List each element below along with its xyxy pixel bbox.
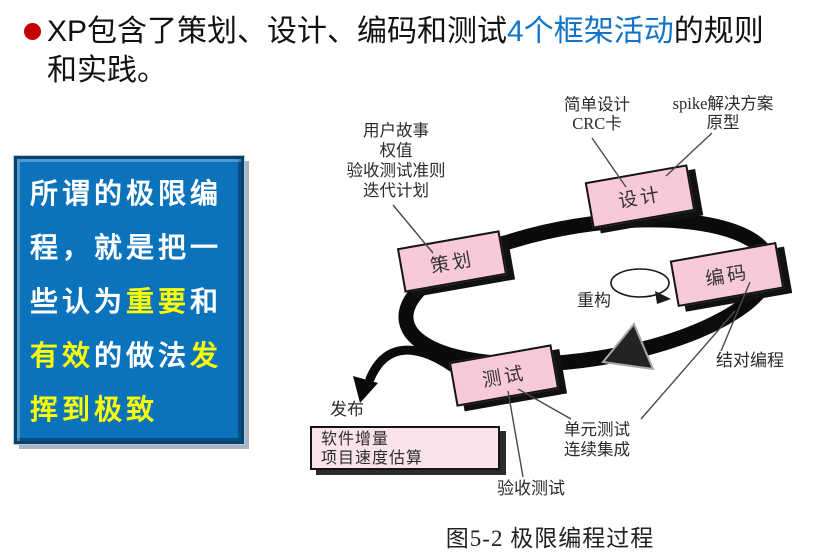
refactor-loop-icon: [610, 268, 670, 298]
label-user-stories: 用户故事 权值 验收测试准则 迭代计划: [346, 121, 446, 200]
label-unit-test: 单元测试 连续集成: [564, 420, 630, 459]
callout-line: 程，就是把一: [30, 232, 223, 263]
increment-box: 软件增量 项目速度估算: [310, 426, 500, 470]
slide-title: XP包含了策划、设计、编码和测试4个框架活动的规则 和实践。: [47, 12, 764, 90]
activity-planning: 策划: [396, 230, 508, 293]
activity-testing: 测试: [448, 344, 560, 407]
increment-line: 项目速度估算: [321, 450, 424, 467]
label-simple-design: 简单设计 CRC卡: [564, 95, 630, 133]
activity-coding: 编码: [669, 241, 785, 308]
release-arrowhead-icon: [353, 376, 378, 403]
connector-testing-acceptance: [507, 390, 524, 478]
activity-design: 设计: [584, 164, 696, 229]
title-highlight: 4个框架活动: [507, 15, 674, 48]
title-line2: 和实践。: [47, 54, 167, 87]
figure-caption: 图5-2 极限编程过程: [445, 526, 655, 551]
callout-line: 些认为重要和: [30, 286, 223, 317]
title-prefix: XP包含了策划、设计、编码和测试: [47, 15, 508, 48]
callout-line: 挥到极致: [30, 394, 159, 425]
callout-box: 所谓的极限编 程，就是把一 些认为重要和 有效的做法发 挥到极致: [13, 155, 245, 445]
callout-line: 所谓的极限编: [30, 178, 223, 209]
release-arrow: [365, 345, 458, 384]
label-refactor: 重构: [577, 291, 611, 310]
title-block: XP包含了策划、设计、编码和测试4个框架活动的规则 和实践。: [24, 12, 816, 90]
label-pair-programming: 结对编程: [716, 351, 784, 370]
bullet-icon: [24, 23, 41, 40]
callout-line: 有效的做法发: [30, 340, 223, 371]
label-acceptance-test: 验收测试: [497, 479, 565, 498]
flow-arrowhead-icon: [601, 322, 655, 371]
label-spike-solution: spike解决方案 原型: [672, 94, 774, 132]
increment-line: 软件增量: [321, 431, 390, 448]
refactor-arrowhead-icon: [655, 291, 671, 304]
xp-process-diagram: 策划 设计 编码 测试 软件增量 项目速度估算 用户故事 权: [290, 85, 824, 530]
title-suffix: 的规则: [673, 15, 764, 48]
label-release: 发布: [330, 400, 364, 419]
